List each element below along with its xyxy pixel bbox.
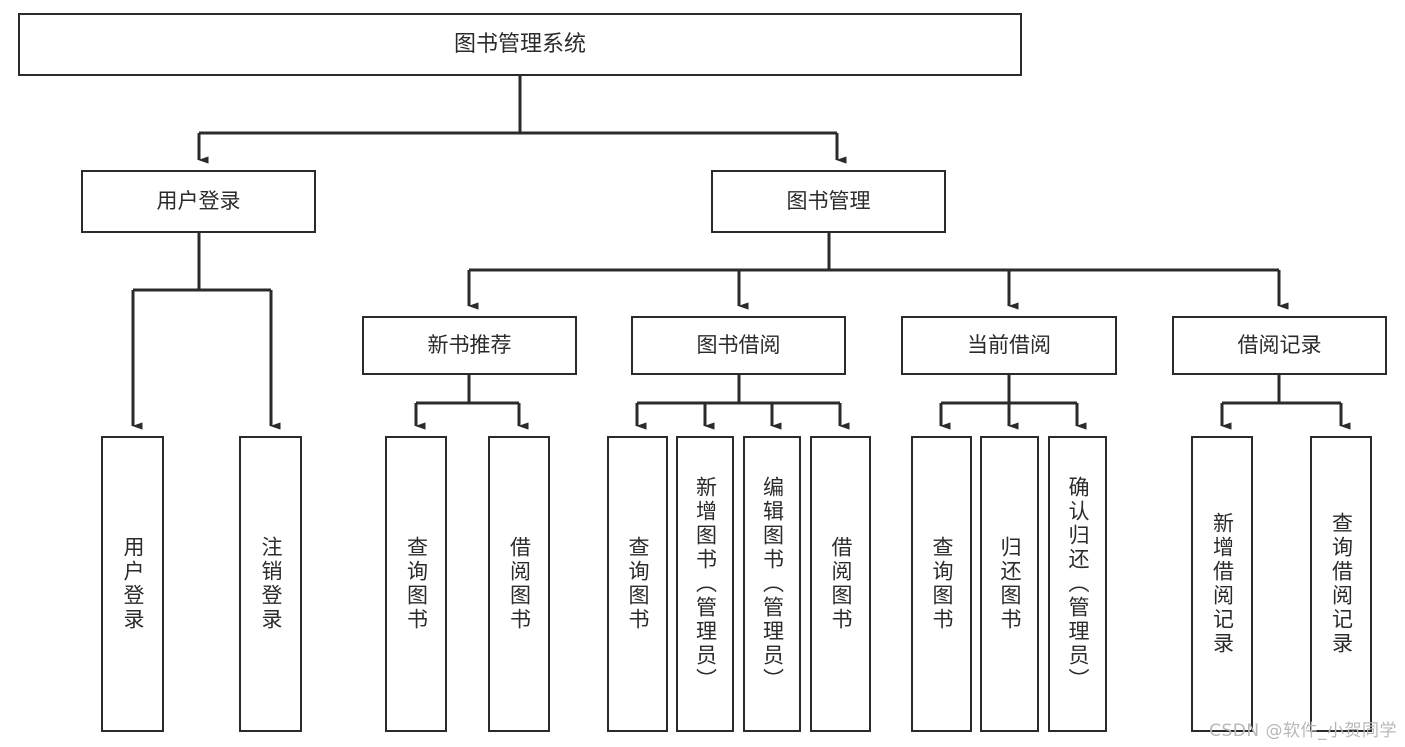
node-label: 确认归还（管理员）	[1066, 476, 1090, 692]
leaf-user-login[interactable]: 用户登录	[101, 436, 164, 732]
node-label: 查询图书	[626, 536, 650, 632]
node-label: 查询借阅记录	[1329, 512, 1354, 656]
node-label: 借阅图书	[507, 536, 532, 632]
leaf-logout[interactable]: 注销登录	[239, 436, 302, 732]
node-label: 用户登录	[121, 536, 145, 632]
leaf-query-borrow-record[interactable]: 查询借阅记录	[1310, 436, 1372, 732]
node-label: 当前借阅	[967, 333, 1051, 358]
node-label: 图书借阅	[696, 333, 781, 358]
leaf-query-book-borrow[interactable]: 查询图书	[607, 436, 668, 732]
node-label: 注销登录	[259, 536, 283, 632]
leaf-return-book[interactable]: 归还图书	[980, 436, 1039, 732]
leaf-edit-book-admin[interactable]: 编辑图书（管理员）	[743, 436, 801, 732]
leaf-borrow-book-borrow[interactable]: 借阅图书	[810, 436, 871, 732]
node-label: 图书管理系统	[453, 31, 586, 57]
node-current-borrowing[interactable]: 当前借阅	[901, 316, 1117, 375]
node-label: 图书管理	[786, 189, 871, 214]
node-label: 查询图书	[930, 536, 954, 632]
node-label: 归还图书	[998, 536, 1022, 632]
node-new-book-recommendation[interactable]: 新书推荐	[362, 316, 577, 375]
leaf-borrow-book-newbook[interactable]: 借阅图书	[488, 436, 550, 732]
node-label: 借阅记录	[1237, 333, 1322, 358]
node-book-borrowing[interactable]: 图书借阅	[631, 316, 846, 375]
node-label: 借阅图书	[829, 536, 853, 632]
node-book-management-system[interactable]: 图书管理系统	[18, 13, 1022, 76]
node-label: 查询图书	[404, 536, 429, 632]
node-borrow-records[interactable]: 借阅记录	[1172, 316, 1387, 375]
leaf-add-borrow-record[interactable]: 新增借阅记录	[1191, 436, 1253, 732]
leaf-add-book-admin[interactable]: 新增图书（管理员）	[676, 436, 734, 732]
leaf-query-book-current[interactable]: 查询图书	[911, 436, 972, 732]
node-book-management[interactable]: 图书管理	[711, 170, 946, 233]
node-label: 用户登录	[156, 189, 241, 214]
leaf-query-book-newbook[interactable]: 查询图书	[385, 436, 447, 732]
leaf-confirm-return-admin[interactable]: 确认归还（管理员）	[1048, 436, 1107, 732]
node-user-login[interactable]: 用户登录	[81, 170, 316, 233]
node-label: 编辑图书（管理员）	[760, 476, 785, 692]
node-label: 新增借阅记录	[1210, 512, 1235, 656]
csdn-watermark: CSDN @软件_小贺同学	[1209, 721, 1397, 741]
node-label: 新书推荐	[427, 333, 512, 358]
node-label: 新增图书（管理员）	[693, 476, 718, 692]
